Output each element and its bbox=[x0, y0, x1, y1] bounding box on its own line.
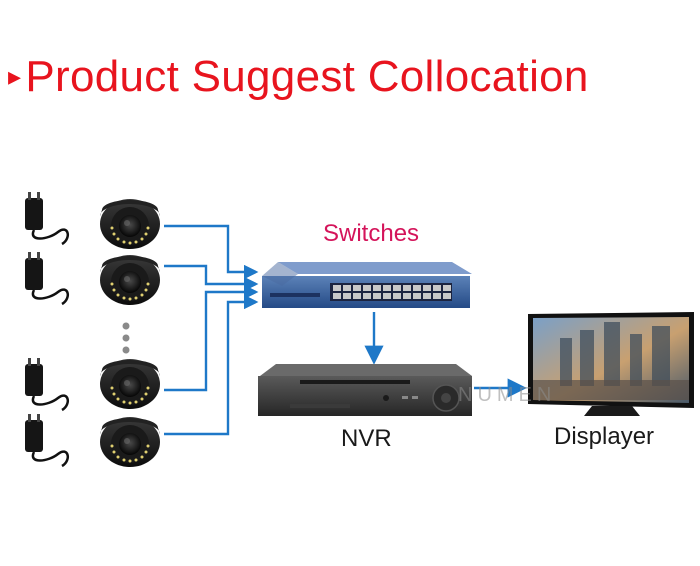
dome-camera-icon bbox=[100, 255, 160, 305]
title-text: Product Suggest Collocation bbox=[25, 52, 589, 101]
camera-to-switch-arrows bbox=[164, 224, 259, 436]
power-adapter-icon bbox=[23, 412, 70, 468]
dome-camera-icon bbox=[100, 417, 160, 467]
power-adapter-icon bbox=[23, 250, 70, 306]
display-label: Displayer bbox=[554, 423, 655, 450]
monitor-icon bbox=[528, 312, 694, 416]
page-title: ▸Product Suggest Collocation bbox=[8, 52, 589, 102]
dome-camera-icon bbox=[100, 359, 160, 409]
dome-camera-icon bbox=[100, 199, 160, 249]
network-switch-icon bbox=[262, 262, 472, 308]
more-cameras-ellipsis bbox=[122, 322, 130, 354]
power-adapter-icon bbox=[23, 356, 70, 412]
title-bullet: ▸ bbox=[8, 61, 22, 91]
watermark: NUMEN bbox=[458, 384, 557, 406]
power-adapter-icon bbox=[23, 190, 70, 246]
nvr-recorder-icon bbox=[258, 364, 472, 416]
nvr-label: NVR bbox=[341, 425, 392, 452]
switch-label: Switches bbox=[323, 220, 420, 247]
